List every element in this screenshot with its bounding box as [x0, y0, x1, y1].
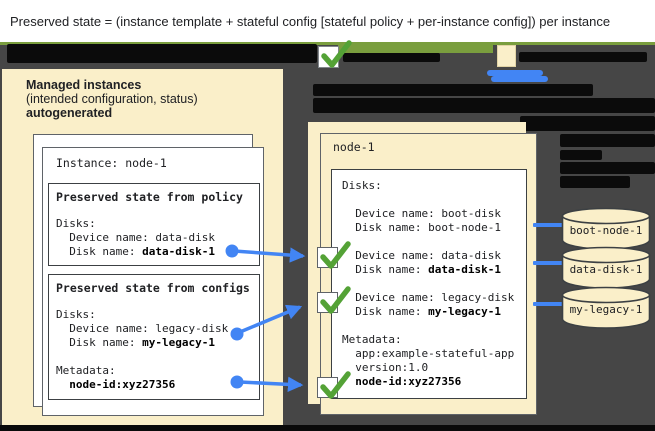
- bottom-border: [0, 425, 655, 431]
- disk-label: my-legacy-1: [569, 303, 643, 316]
- preserved-checkbox-data-disk: [317, 247, 338, 268]
- diagram-title: Preserved state = (instance template + s…: [10, 13, 611, 29]
- legend-checkbox: [318, 46, 339, 68]
- code-line: [342, 193, 526, 207]
- disk-data-disk-1: data-disk-1: [561, 246, 651, 290]
- panel-subheading: (intended configuration, status): [26, 92, 198, 106]
- code-line: Disk name: my-legacy-1: [56, 336, 215, 349]
- code-line: Device name: legacy-disk: [56, 322, 229, 335]
- code-line: [342, 319, 526, 333]
- code-line: Disks:: [342, 179, 382, 192]
- code-line: Disk name: data-disk-1: [56, 245, 215, 258]
- instance-title: Instance: node-1: [56, 156, 167, 170]
- code-line: Disks:: [56, 217, 96, 230]
- code-line: Disk name: boot-node-1: [342, 221, 501, 234]
- code-line: app:example-stateful-app: [342, 347, 515, 360]
- redacted-text-bar: [560, 150, 602, 160]
- disk-label: data-disk-1: [569, 263, 643, 276]
- redacted-text-bar: [560, 162, 655, 174]
- disk-connector-line: [533, 223, 564, 227]
- disk-icon: [561, 246, 651, 289]
- code-line: version:1.0: [342, 361, 429, 374]
- vm-instance-sheet: node-1 Disks: Device name: boot-disk Dis…: [320, 133, 537, 415]
- code-line: [342, 235, 526, 249]
- code-line: [56, 350, 259, 364]
- redacted-text-bar: [560, 176, 630, 188]
- redacted-text-bar: [7, 44, 317, 63]
- code-line: Disk name: my-legacy-1: [342, 305, 501, 318]
- preserved-checkbox-legacy-disk: [317, 292, 338, 313]
- code-line: node-id:xyz27356: [69, 378, 176, 391]
- redacted-text-bar: [343, 53, 440, 62]
- redacted-text-bar: [519, 52, 647, 62]
- legend-cream-swatch: [497, 45, 516, 67]
- code-line: Device name: data-disk: [342, 249, 501, 262]
- code-line: Metadata:: [56, 364, 116, 377]
- preserved-state-policy-box: Preserved state from policy Disks: Devic…: [48, 183, 260, 266]
- legend-green-bar: [338, 45, 493, 53]
- disk-icon: [561, 207, 651, 250]
- redacted-text-bar: [560, 134, 655, 147]
- disk-boot-node-1: boot-node-1: [561, 207, 651, 251]
- vm-state-box: Disks: Device name: boot-disk Disk name:…: [331, 169, 527, 399]
- disk-my-legacy-1: my-legacy-1: [561, 286, 651, 330]
- panel-heading: Managed instances: [26, 78, 142, 92]
- code-line: Disk name: data-disk-1: [342, 263, 501, 276]
- code-line: node-id:xyz27356: [355, 375, 462, 388]
- code-line: Metadata:: [342, 333, 402, 346]
- preserved-checkbox-metadata: [317, 377, 338, 398]
- panel-subheading: autogenerated: [26, 106, 113, 120]
- disk-label: boot-node-1: [569, 224, 643, 237]
- code-line: [342, 277, 526, 291]
- instance-card: Instance: node-1 Preserved state from po…: [42, 147, 264, 416]
- vm-title: node-1: [333, 140, 375, 154]
- code-line: Device name: boot-disk: [342, 207, 501, 220]
- code-line: Device name: legacy-disk: [342, 291, 515, 304]
- blue-scribble: [491, 76, 548, 82]
- redacted-text-bar: [313, 84, 593, 96]
- blue-scribble: [487, 70, 543, 76]
- preserved-state-configs-box: Preserved state from configs Disks: Devi…: [48, 274, 260, 400]
- box-title: Preserved state from configs: [56, 281, 250, 295]
- title-bar: Preserved state = (instance template + s…: [0, 0, 655, 42]
- code-line: Disks:: [56, 308, 96, 321]
- disk-connector-line: [533, 261, 564, 265]
- redacted-text-bar: [313, 98, 655, 113]
- box-title: Preserved state from policy: [56, 190, 243, 204]
- code-line: Device name: data-disk: [56, 231, 215, 244]
- disk-icon: [561, 286, 651, 329]
- redacted-text-bar: [520, 116, 655, 131]
- disk-connector-line: [533, 302, 564, 306]
